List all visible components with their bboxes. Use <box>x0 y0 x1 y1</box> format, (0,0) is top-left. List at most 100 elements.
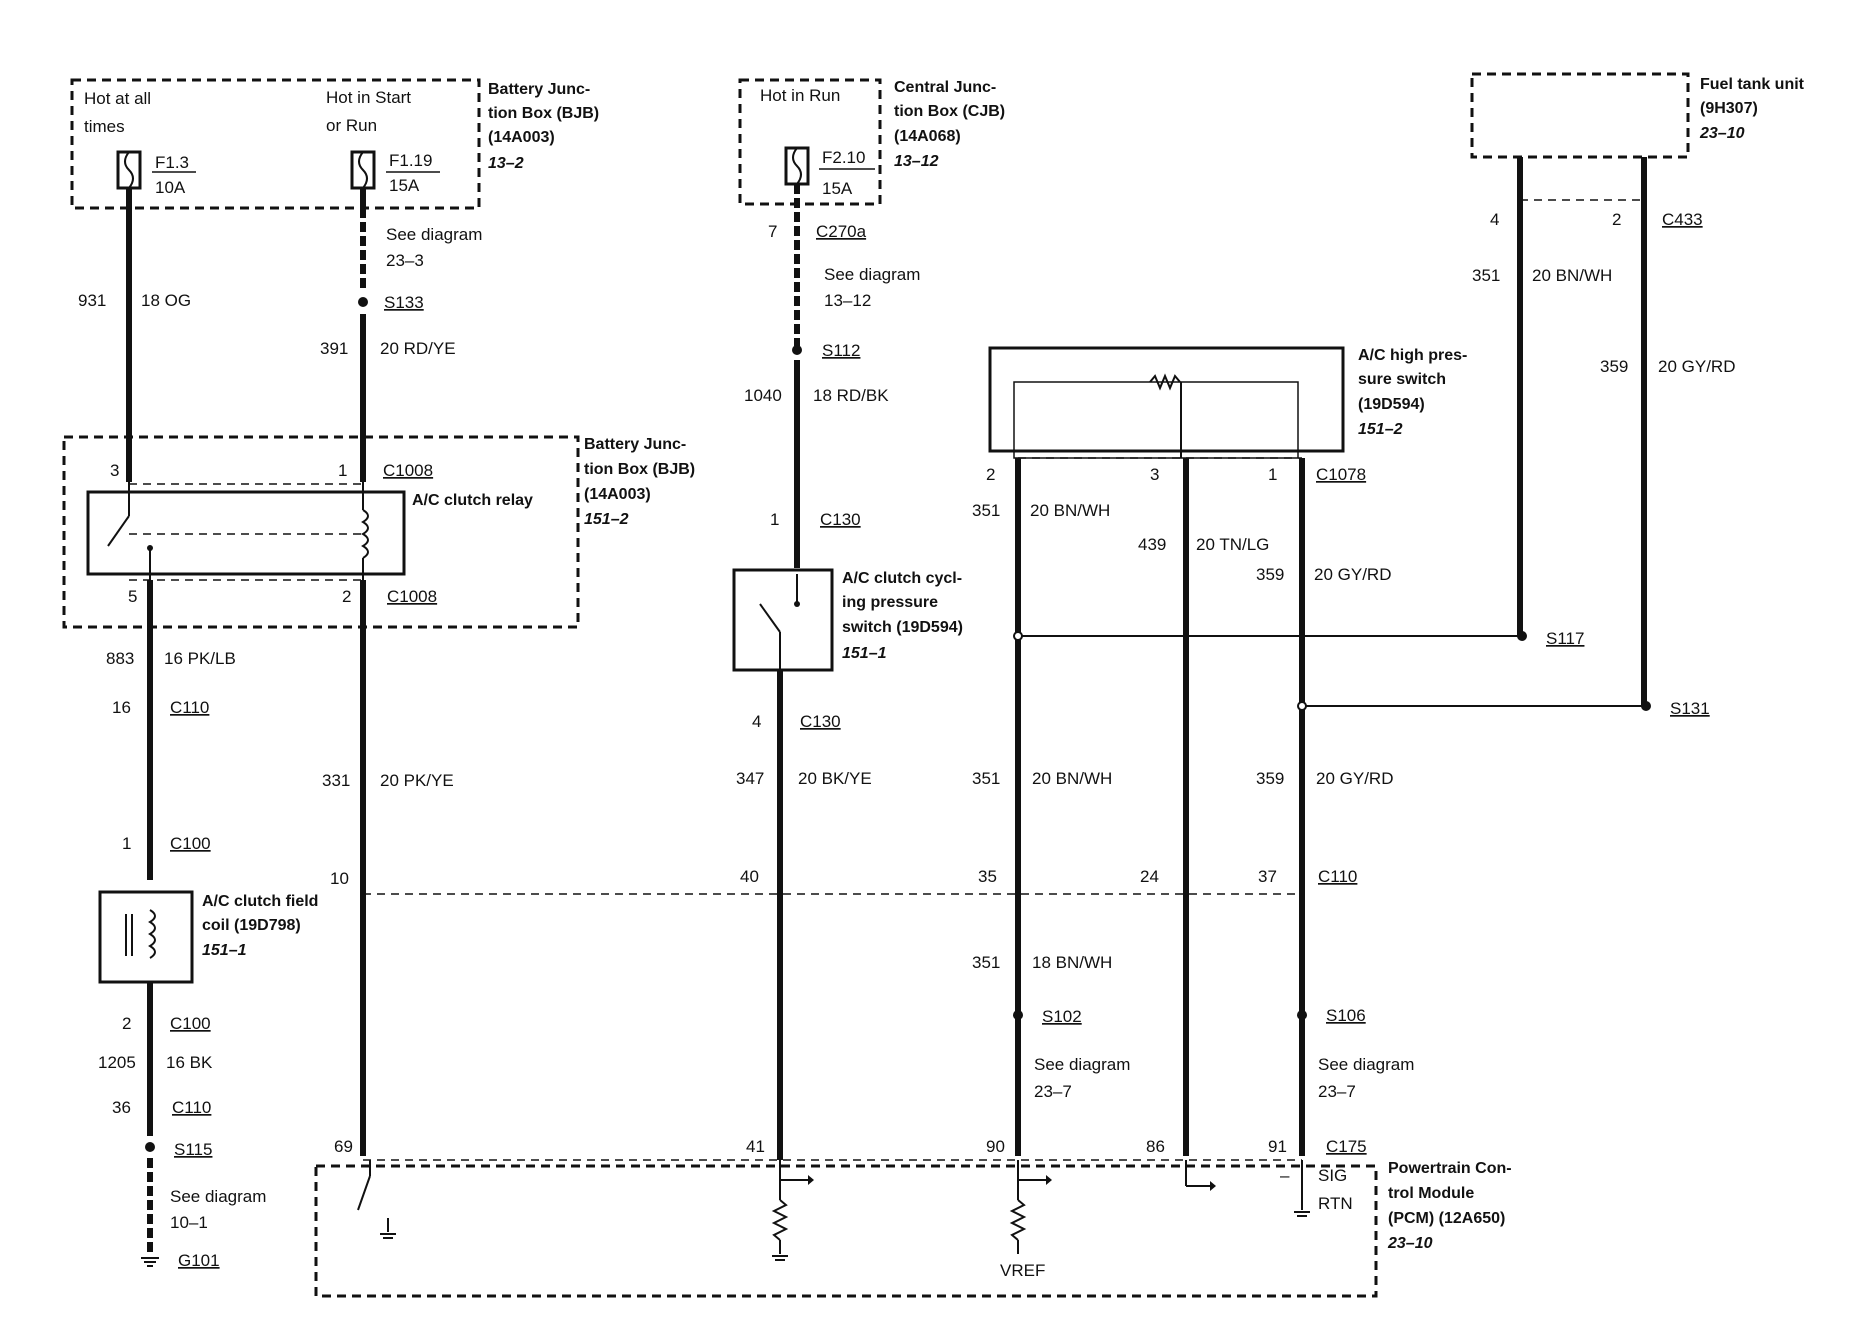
pcm-dashed-outline <box>314 1164 1378 1298</box>
bjb-relay-box: 3 1 C1008 A/C clutch relay 5 2 C1008 Bat… <box>62 435 695 629</box>
fuse-f1-19-id: F1.19 <box>389 151 432 170</box>
relay-label: A/C clutch relay <box>412 492 533 509</box>
wire-359-mid-color: 20 GY/RD <box>1316 769 1393 788</box>
circuit-391: 391 <box>320 339 348 358</box>
field-coil-title-1: A/C clutch field <box>202 893 318 910</box>
connector-c1078: C1078 <box>1316 465 1366 484</box>
circuit-931: 931 <box>78 291 106 310</box>
see-diagram-23-7-a-ref: 23–7 <box>1034 1082 1072 1101</box>
see-diagram-23-3: See diagram <box>386 225 482 244</box>
pcm-rtn: RTN <box>1318 1194 1353 1213</box>
fuel-tank-dashed-outline <box>1470 72 1690 159</box>
splice-s133 <box>358 297 368 307</box>
ac-high-pressure-switch: A/C high pres- sure switch (19D594) 151–… <box>986 346 1467 484</box>
fuel-tank-ref: 23–10 <box>1699 125 1745 142</box>
circuit-359-hp: 359 <box>1256 565 1284 584</box>
circuit-439: 439 <box>1138 535 1166 554</box>
circuit-883: 883 <box>106 649 134 668</box>
c110-pin-10: 10 <box>330 869 349 888</box>
fuse-f1-3-amp: 10A <box>155 178 186 197</box>
cycling-title-3: switch (19D594) <box>842 619 963 636</box>
c110-pin-37: 37 <box>1258 867 1277 886</box>
bjb-top-ref: 13–2 <box>488 155 524 172</box>
cycling-title-2: ing pressure <box>842 594 938 611</box>
pcm-switch-contact <box>357 1175 371 1211</box>
bjb-relay-ref: 151–2 <box>584 511 629 528</box>
bjb-relay-title-3: (14A003) <box>584 486 651 503</box>
splice-s117-label: S117 <box>1546 629 1584 648</box>
circuit-351-mid: 351 <box>972 769 1000 788</box>
wire-439-color: 20 TN/LG <box>1196 535 1269 554</box>
circuit-351-hp: 351 <box>972 501 1000 520</box>
cycling-title-1: A/C clutch cycl- <box>842 570 962 587</box>
c175-pin-41: 41 <box>746 1137 765 1156</box>
relay-pin-5: 5 <box>128 587 137 606</box>
fuse-f1-19-amp: 15A <box>389 176 420 195</box>
connector-c130-bottom: C130 <box>800 712 841 731</box>
bjb-top-title-1: Battery Junc- <box>488 81 590 98</box>
cjb-title-3: (14A068) <box>894 128 961 145</box>
wire-883-color: 16 PK/LB <box>164 649 236 668</box>
relay-pin-1: 1 <box>338 461 347 480</box>
hp-switch-title-2: sure switch <box>1358 371 1446 388</box>
cjb-title-1: Central Junc- <box>894 79 996 96</box>
fuel-tank-title: Fuel tank unit <box>1700 76 1805 93</box>
cycling-switch-contact <box>759 603 781 633</box>
fuel-tank-unit: Fuel tank unit (9H307) 23–10 <box>1470 72 1805 159</box>
see-diagram-13-12: See diagram <box>824 265 920 284</box>
bjb-top-title-2: tion Box (BJB) <box>488 105 599 122</box>
bjb-relay-title-2: tion Box (BJB) <box>584 461 695 478</box>
wire-359-fuel-color: 20 GY/RD <box>1658 357 1735 376</box>
c100-pin-1: 1 <box>122 834 131 853</box>
hp-switch-title-3: (19D594) <box>1358 396 1425 413</box>
see-diagram-10-1: See diagram <box>170 1187 266 1206</box>
splice-s117 <box>1517 631 1527 641</box>
c110-pin-24: 24 <box>1140 867 1159 886</box>
c110-pin-36: 36 <box>112 1098 131 1117</box>
fuse-f1-3-id: F1.3 <box>155 153 189 172</box>
splice-s102 <box>1013 1010 1023 1020</box>
wire-351-lower-color: 18 BN/WH <box>1032 953 1112 972</box>
relay-switch-contact <box>107 515 130 547</box>
see-diagram-13-12-ref: 13–12 <box>824 291 871 310</box>
splice-s115-label: S115 <box>174 1140 212 1159</box>
hp-switch-title-1: A/C high pres- <box>1358 347 1467 364</box>
circuit-1205: 1205 <box>98 1053 136 1072</box>
wire-1040-color: 18 RD/BK <box>813 386 889 405</box>
hp-switch-box <box>988 346 1345 453</box>
bjb-top-title-3: (14A003) <box>488 129 555 146</box>
circuit-359-fuel: 359 <box>1600 357 1628 376</box>
c110-pin-35: 35 <box>978 867 997 886</box>
bjb-relay-dashed-outline <box>62 435 580 629</box>
hp-switch-ref: 151–2 <box>1358 421 1403 438</box>
splice-s131-label: S131 <box>1670 699 1710 718</box>
cjb-pin-7: 7 <box>768 222 777 241</box>
cjb-box: Hot in Run F2.10 15A Central Junc- tion … <box>738 78 1005 206</box>
wire-351-mid-color: 20 BN/WH <box>1032 769 1112 788</box>
c175-pin-91: 91 <box>1268 1137 1287 1156</box>
connector-c270a: C270a <box>816 222 867 241</box>
hot-at-all-label: Hot at all <box>84 89 151 108</box>
pcm-resistor-41-icon <box>771 1199 789 1241</box>
field-coil-ref: 151–1 <box>202 942 247 959</box>
wire-359-hp-color: 20 GY/RD <box>1314 565 1391 584</box>
hot-start-label-2: or Run <box>326 116 377 135</box>
circuit-331: 331 <box>322 771 350 790</box>
c433-pin-2: 2 <box>1612 210 1621 229</box>
fuse-f2-10-amp: 15A <box>822 179 853 198</box>
relay-pin-2: 2 <box>342 587 351 606</box>
wire-1205-color: 16 BK <box>166 1053 213 1072</box>
wire-931-color: 18 OG <box>141 291 191 310</box>
wire-347-color: 20 BK/YE <box>798 769 872 788</box>
relay-coil-icon <box>361 509 369 559</box>
c175-pin-90: 90 <box>986 1137 1005 1156</box>
splice-s115 <box>145 1142 155 1152</box>
c175-pin-86: 86 <box>1146 1137 1165 1156</box>
cjb-title-2: tion Box (CJB) <box>894 103 1005 120</box>
connector-c110-right: C110 <box>1318 867 1357 886</box>
pcm-title-3: (PCM) (12A650) <box>1388 1210 1505 1227</box>
pcm-box: 69 41 90 86 91 C175 VREF – S <box>314 1137 1512 1298</box>
wire-351-hp-color: 20 BN/WH <box>1030 501 1110 520</box>
connector-c130-top: C130 <box>820 510 861 529</box>
